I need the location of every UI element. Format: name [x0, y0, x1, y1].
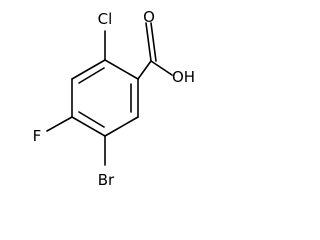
bromine-label: Br: [98, 171, 115, 189]
fluorine-label: F: [33, 127, 42, 145]
hydroxyl-label: OH: [172, 68, 195, 86]
bond-lines: [46, 22, 173, 166]
carbonyl-oxygen-label: O: [143, 8, 155, 26]
aromatic-inner-line: [78, 67, 105, 84]
ring-bond-c6-c1: [104, 59, 139, 80]
atom-labels: Cl O OH F Br: [33, 8, 195, 189]
aromatic-inner-line: [78, 111, 105, 128]
ring-bond-c3-c4: [71, 116, 106, 137]
ring-bond-c4-c5: [104, 116, 139, 137]
carboxyl-bond: [137, 60, 152, 80]
carbonyl-double-bond: [145, 22, 152, 62]
structure-diagram: Cl O OH F Br: [33, 8, 195, 189]
carbonyl-double-bond: [150, 22, 157, 62]
ring-bond-c1-c2: [71, 59, 106, 80]
hydroxyl-bond: [150, 60, 173, 76]
fluorine-bond: [46, 116, 73, 132]
chlorine-label: Cl: [98, 10, 113, 28]
